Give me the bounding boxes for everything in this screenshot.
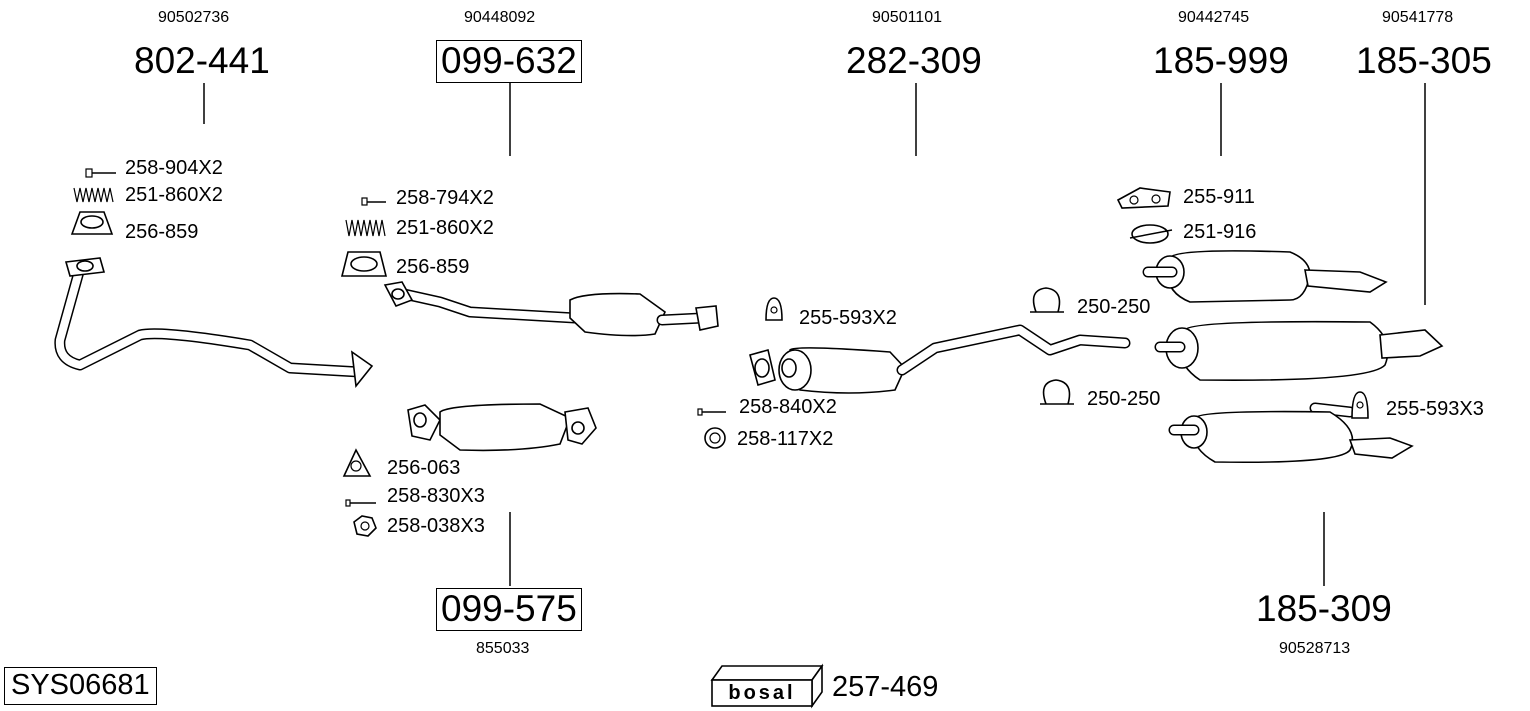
- part-number: 802-441: [134, 40, 270, 81]
- gasket-ring-icon: [340, 251, 388, 277]
- part-number: 185-999: [1153, 40, 1289, 81]
- bosal-logo: bosal: [728, 682, 796, 704]
- nut-icon: [353, 515, 377, 537]
- accessory-label: 258-038X3: [387, 515, 485, 537]
- oem-number: 90448092: [464, 9, 536, 26]
- rear-silencer-185-305: [1154, 320, 1444, 381]
- accessory-label: 258-840X2: [739, 396, 837, 418]
- bolt-icon: [345, 499, 376, 507]
- oem-number: 90541778: [1382, 9, 1454, 26]
- catalyst-099-575: [407, 403, 597, 452]
- part-number: 185-305: [1356, 40, 1492, 81]
- bolt-icon: [697, 408, 726, 416]
- rear-silencer-185-309: [1168, 402, 1414, 464]
- accessory-label: 250-250: [1077, 296, 1151, 318]
- gasket-ring-icon: [70, 211, 114, 235]
- accessory-label: 258-830X3: [387, 485, 485, 507]
- accessory-label: 251-860X2: [396, 217, 494, 239]
- part-number: 282-309: [846, 40, 982, 81]
- rubber-mount-icon: [1351, 391, 1369, 419]
- catalyst-099-632: [383, 281, 719, 337]
- bracket-icon: [1116, 187, 1171, 209]
- part-number: 185-309: [1256, 588, 1392, 629]
- accessory-label: 255-911: [1183, 186, 1255, 208]
- oem-number: 90501101: [872, 9, 942, 26]
- middle-silencer-282-309: [749, 324, 1131, 394]
- accessory-label: 250-250: [1087, 388, 1161, 410]
- front-pipe-802-441: [54, 257, 374, 388]
- accessory-label: 258-904X2: [125, 157, 223, 179]
- part-number: 099-575: [436, 588, 582, 631]
- oem-number: 855033: [476, 640, 530, 657]
- rear-silencer-185-999: [1142, 250, 1388, 303]
- accessory-label: 251-860X2: [125, 184, 223, 206]
- oem-number: 90442745: [1178, 9, 1250, 26]
- accessory-label: 258-794X2: [396, 187, 494, 209]
- ring-icon: [704, 427, 726, 449]
- bolt-icon: [361, 197, 386, 206]
- oem-number: 90502736: [158, 9, 230, 26]
- accessory-label: 256-063: [387, 457, 461, 479]
- accessory-label: 258-117X2: [737, 428, 834, 450]
- part-number: 099-632: [436, 40, 582, 83]
- rubber-mount-icon: [765, 297, 783, 321]
- clamp-icon: [1030, 287, 1064, 313]
- accessory-label: 255-593X2: [799, 307, 897, 329]
- accessory-label: 255-593X3: [1386, 398, 1484, 420]
- clamp-icon: [1129, 224, 1173, 244]
- triangle-gasket-icon: [342, 448, 372, 477]
- accessory-label: 256-859: [396, 256, 470, 278]
- oem-number: 90528713: [1279, 640, 1351, 657]
- clamp-icon: [1040, 379, 1074, 405]
- spring-icon: [345, 219, 386, 237]
- bolt-icon: [85, 168, 116, 178]
- bosal-logo-box: [710, 663, 824, 709]
- accessory-label: 256-859: [125, 221, 199, 243]
- spring-icon: [73, 187, 114, 203]
- accessory-label: 251-916: [1183, 221, 1257, 243]
- brand-part-number: 257-469: [832, 671, 939, 703]
- system-code: SYS06681: [4, 667, 157, 705]
